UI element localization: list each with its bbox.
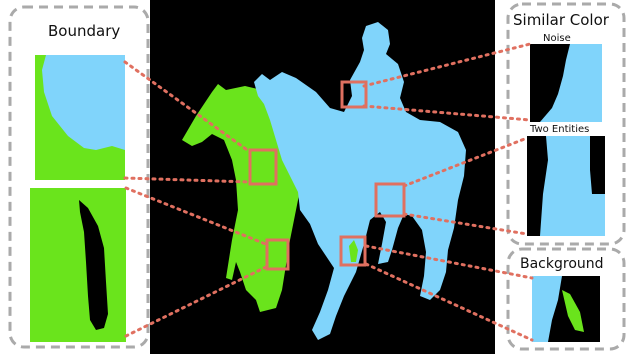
boundary-crop-top [35, 55, 125, 180]
background-panel-title: Background [520, 256, 604, 272]
two-entities-sub-label: Two Entities [530, 124, 589, 135]
boundary-panel-title: Boundary [48, 22, 120, 40]
noise-crop [530, 44, 602, 122]
noise-sub-label: Noise [543, 33, 571, 44]
similar-color-panel-title: Similar Color [513, 11, 609, 29]
background-crop [532, 276, 600, 342]
boundary-crop-bottom [30, 188, 126, 342]
two-entities-crop [527, 136, 605, 236]
